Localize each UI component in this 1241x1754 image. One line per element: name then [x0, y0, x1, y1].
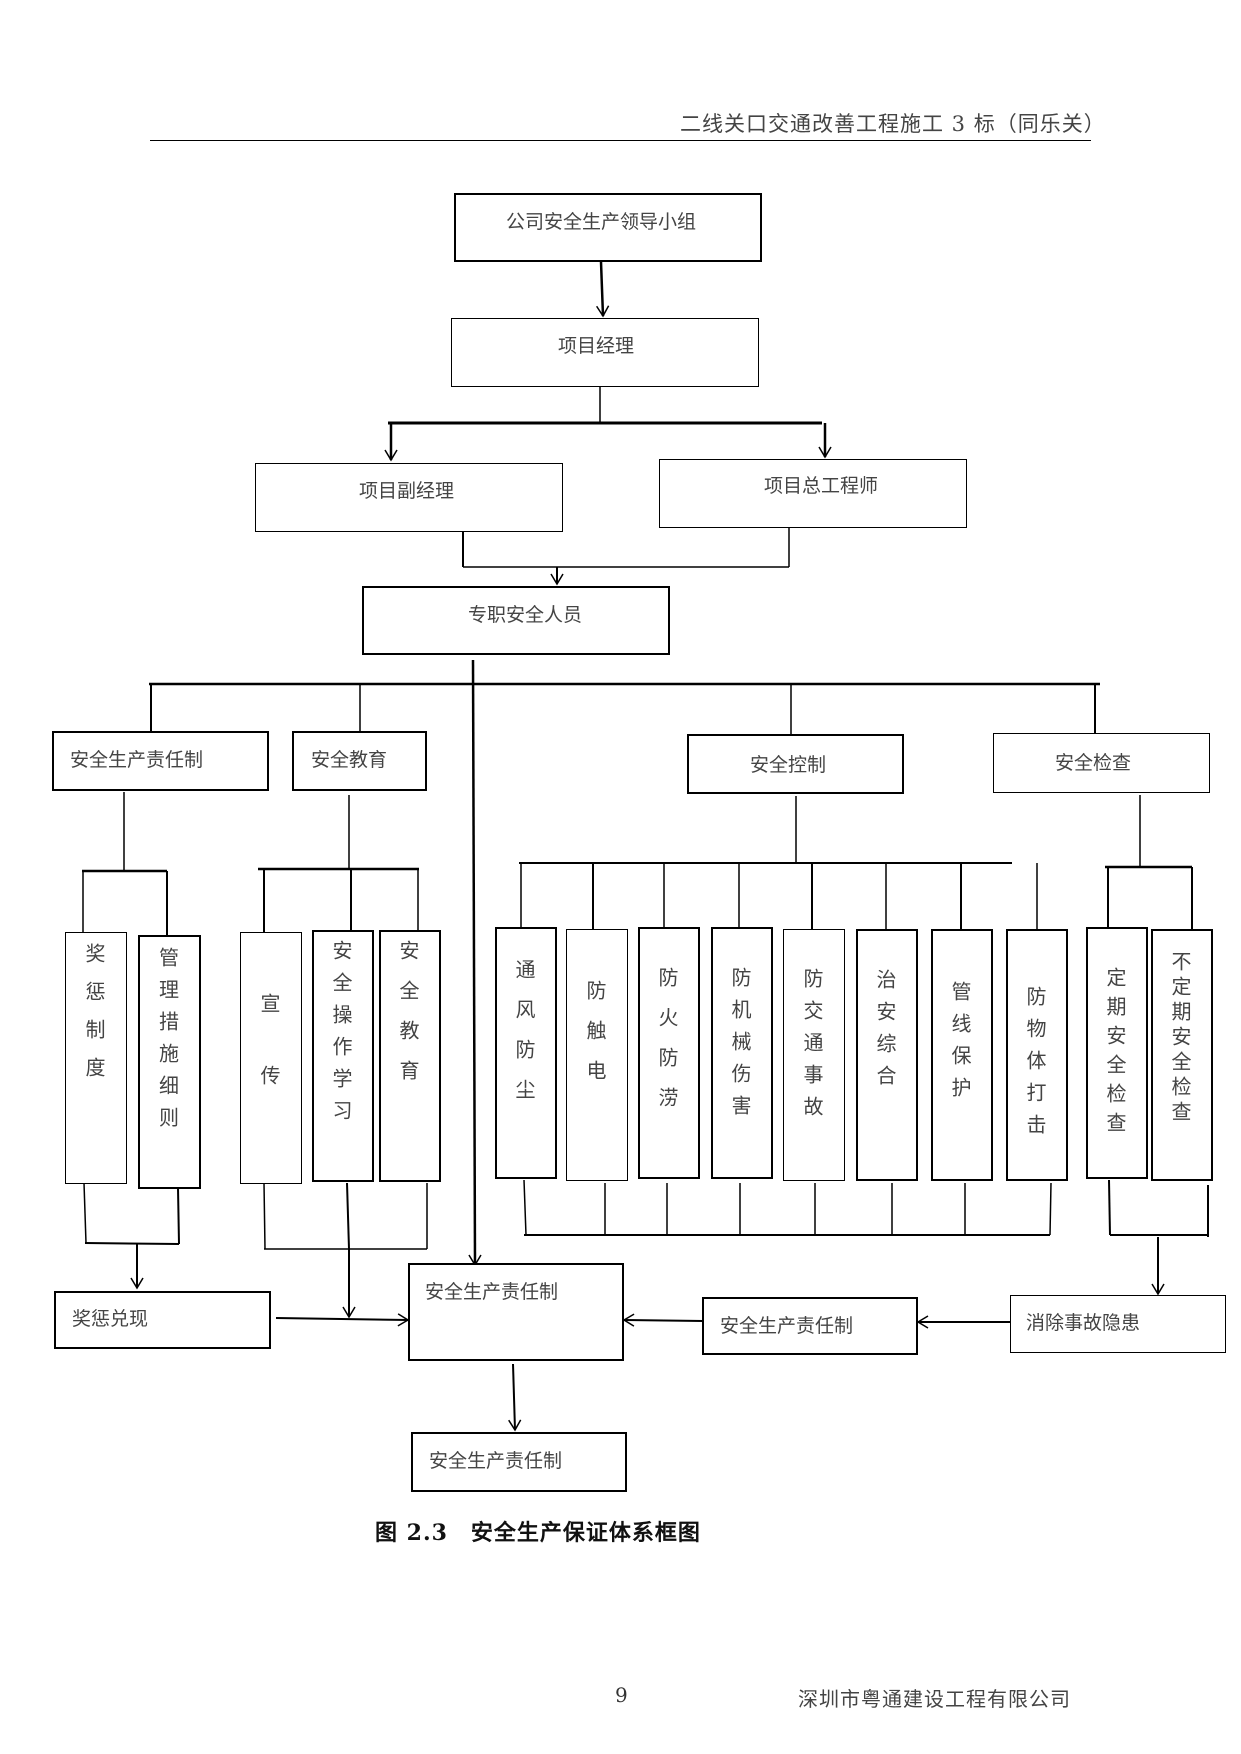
node-management-rules: 管理措施细则: [138, 935, 201, 1189]
page-number: 9: [615, 1683, 628, 1707]
node-center-result: 安全生产责任制: [408, 1263, 624, 1361]
node-right-result: 安全生产责任制: [702, 1297, 918, 1355]
arrow-leadership-to-pm: [596, 261, 610, 318]
node-mechanical-injury: 防机械伤害: [711, 927, 773, 1179]
document-header-title: 二线关口交通改善工程施工 3 标（同乐关）: [680, 112, 1106, 136]
node-regular-inspection: 定期安全检查: [1086, 927, 1148, 1179]
footer-company: 深圳市粤通建设工程有限公司: [798, 1687, 1071, 1711]
node-safety-education: 安全教育: [292, 731, 427, 791]
node-deputy-manager: 项目副经理: [255, 463, 563, 532]
arrow-right-to-center: [622, 1313, 704, 1327]
node-reward-fulfillment: 奖惩兑现: [54, 1291, 271, 1349]
arrow-staff-to-center: [468, 659, 482, 1267]
node-ventilation-dust: 通风防尘: [495, 927, 557, 1179]
arrow-reward-to-center: [275, 1313, 410, 1327]
node-irregular-inspection: 不定期安全检查: [1151, 929, 1213, 1181]
node-safety-staff: 专职安全人员: [362, 586, 670, 655]
node-electric-shock: 防触电: [566, 929, 628, 1181]
node-object-strike: 防物体打击: [1006, 929, 1068, 1181]
node-fire-flood: 防火防涝: [638, 927, 700, 1179]
node-reward-punishment-system: 奖惩制度: [65, 932, 127, 1184]
node-safety-control: 安全控制: [687, 734, 904, 794]
node-project-manager: 项目经理: [451, 318, 759, 387]
node-pipeline-protection: 管线保护: [931, 929, 993, 1181]
node-traffic-accident: 防交通事故: [783, 929, 845, 1181]
node-chief-engineer: 项目总工程师: [659, 459, 967, 528]
node-public-security: 治安综合: [856, 929, 918, 1181]
node-safety-inspection: 安全检查: [993, 733, 1210, 793]
header-rule: [150, 140, 1091, 141]
node-publicity: 宣传: [240, 932, 302, 1184]
node-final-result: 安全生产责任制: [411, 1432, 627, 1492]
arrow-center-to-final: [508, 1363, 522, 1432]
node-hazard-elimination: 消除事故隐患: [1010, 1295, 1226, 1353]
node-education: 安全教育: [379, 930, 441, 1182]
figure-caption: 图 2.3 安全生产保证体系框图: [375, 1520, 701, 1546]
node-responsibility-system: 安全生产责任制: [52, 731, 269, 791]
node-operation-study: 安全操作学习: [312, 930, 374, 1182]
node-leadership-group: 公司安全生产领导小组: [454, 193, 762, 262]
